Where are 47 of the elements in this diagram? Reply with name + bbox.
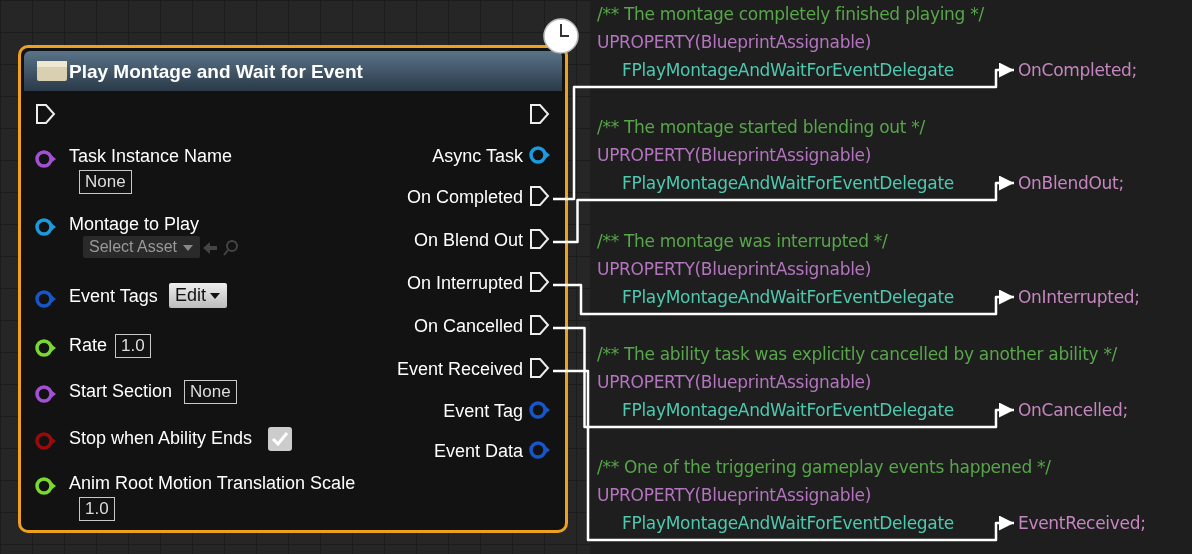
arrow xyxy=(553,369,1014,542)
code-comment: /** One of the triggering gameplay events happened */ xyxy=(597,457,1051,478)
arrow xyxy=(553,326,1014,429)
code-comment: /** The montage started blending out */ xyxy=(597,117,925,138)
pin-label: Task Instance Name xyxy=(69,146,233,167)
code-identifier: OnBlendOut; xyxy=(1018,173,1124,193)
arrow xyxy=(553,62,1014,201)
code-identifier: OnCancelled; xyxy=(1018,400,1128,420)
pin-label: Async Task xyxy=(432,146,523,166)
pin-label: Event Data xyxy=(433,441,523,461)
arrow xyxy=(553,283,1014,316)
code-type: FPlayMontageAndWaitForEventDelegate xyxy=(622,60,954,80)
pin-label: Montage to Play xyxy=(69,214,200,235)
code-identifier: EventReceived; xyxy=(1018,513,1146,533)
pin-label: Event Tag xyxy=(443,401,523,421)
value-field: 1.0 xyxy=(79,497,115,521)
code-type: FPlayMontageAndWaitForEventDelegate xyxy=(622,173,954,194)
pin-label: Rate xyxy=(69,335,108,356)
node-title: Play Montage and Wait for Event xyxy=(69,61,363,83)
code-comment: /** The montage was interrupted */ xyxy=(597,230,888,251)
code-type: FPlayMontageAndWaitForEventDelegate xyxy=(622,286,954,307)
code-type: FPlayMontageAndWaitForEventDelegate xyxy=(622,399,954,420)
value-field: None xyxy=(79,170,132,194)
code-macro: UPROPERTY(BlueprintAssignable) xyxy=(597,485,872,506)
code-type: FPlayMontageAndWaitForEventDelegate xyxy=(622,513,954,534)
arrow xyxy=(553,175,1014,244)
code-identifier: OnCompleted; xyxy=(1018,60,1137,80)
asset-dropdown: Select Asset xyxy=(83,236,201,258)
code-macro: UPROPERTY(BlueprintAssignable) xyxy=(597,32,872,52)
pin-label: Event Received xyxy=(396,359,523,379)
edit-dropdown-button: Edit xyxy=(169,283,228,308)
value-field: 1.0 xyxy=(115,334,151,358)
pin-label: On Blend Out xyxy=(413,230,523,250)
pin-label: On Interrupted xyxy=(406,273,523,293)
code-macro: UPROPERTY(BlueprintAssignable) xyxy=(597,258,872,279)
code-macro: UPROPERTY(BlueprintAssignable) xyxy=(597,371,872,392)
pin-label: On Cancelled xyxy=(413,316,523,336)
value-field: None xyxy=(184,380,237,404)
pin-label: Stop when Ability Ends xyxy=(69,428,253,449)
code-identifier: OnInterrupted; xyxy=(1018,287,1140,307)
pin-label: Anim Root Motion Translation Scale xyxy=(69,473,356,494)
pin-label: Event Tags xyxy=(69,286,158,307)
code-comment: /** The ability task was explicitly cancelled by another ability */ xyxy=(597,343,1118,364)
code-comment: /** The montage completely finished playing */ xyxy=(597,4,984,24)
code-macro: UPROPERTY(BlueprintAssignable) xyxy=(597,145,872,166)
pin-label: Start Section xyxy=(69,381,173,402)
pin-label: On Completed xyxy=(406,187,523,207)
